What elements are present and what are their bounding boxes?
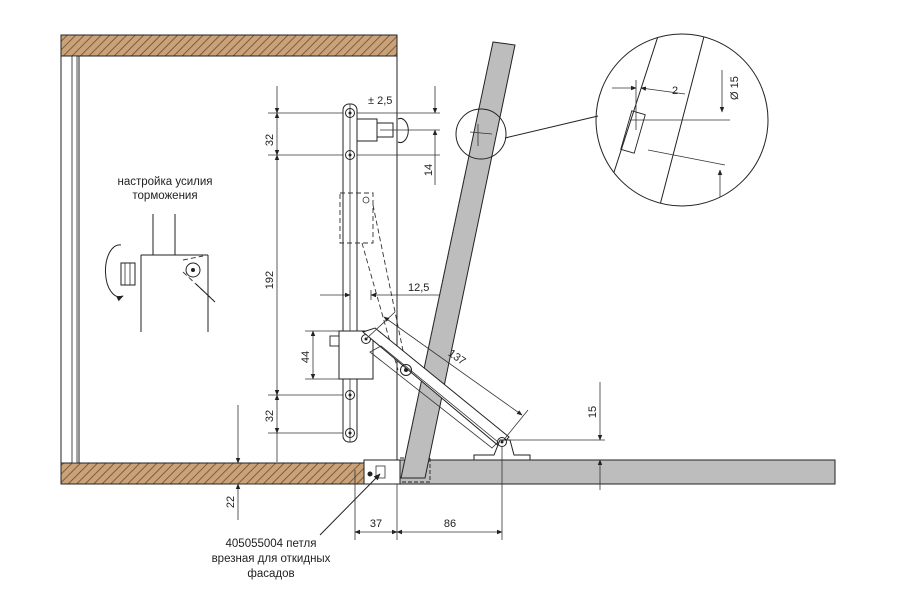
cabinet-bottom-panel bbox=[60, 462, 398, 485]
dim-top-offset: 14 bbox=[423, 164, 435, 176]
stay-body-upper bbox=[339, 192, 374, 244]
dim-rod-length: 192 bbox=[264, 271, 276, 289]
horizontal-flap bbox=[396, 459, 836, 485]
tilted-flap bbox=[400, 41, 516, 479]
dim-bottom-gap: 22 bbox=[225, 496, 237, 508]
dim-base-height: 15 bbox=[587, 406, 599, 418]
hinge-note-line2: врезная для откидных bbox=[212, 553, 331, 565]
braking-screw bbox=[120, 262, 136, 286]
hinge-note: 405055004 петля врезная для откидных фас… bbox=[212, 473, 381, 580]
callout-small-circle bbox=[455, 108, 507, 160]
dim-bracket-offset: 12,5 bbox=[408, 282, 429, 294]
cabinet-top-panel bbox=[60, 34, 398, 57]
dim-body-height: 44 bbox=[300, 351, 312, 363]
hinge-note-line3: фасадов bbox=[247, 568, 294, 580]
dim-bracket-distance: 86 bbox=[444, 518, 456, 530]
callout-large-circle bbox=[595, 33, 769, 207]
dim-hinge-offset: 37 bbox=[370, 518, 382, 530]
dim-tolerance: ± 2,5 bbox=[368, 95, 392, 107]
adjust-screw-top bbox=[356, 118, 378, 142]
dim-bottom-pivot: 32 bbox=[264, 410, 276, 422]
back-panel bbox=[71, 55, 78, 464]
dim-top-pivot: 32 bbox=[264, 134, 276, 146]
stay-body-lower bbox=[338, 330, 374, 380]
rotate-arrow-braking-icon bbox=[105, 244, 124, 302]
braking-detail: настройка усилия торможения bbox=[105, 176, 216, 332]
dimensions: 32 192 32 44 ± 2,5 14 12,5 137 15 bbox=[225, 86, 605, 540]
rotate-arrow-top-icon bbox=[397, 118, 409, 143]
detail-diameter-label: Ø 15 bbox=[729, 76, 741, 100]
braking-label-line2: торможения bbox=[132, 190, 197, 202]
hinge-note-line1: 405055004 петля bbox=[226, 538, 317, 550]
detail-callout: 2 Ø 15 bbox=[455, 33, 769, 207]
braking-label-line1: настройка усилия bbox=[117, 176, 212, 188]
detail-gap-label: 2 bbox=[672, 85, 678, 97]
